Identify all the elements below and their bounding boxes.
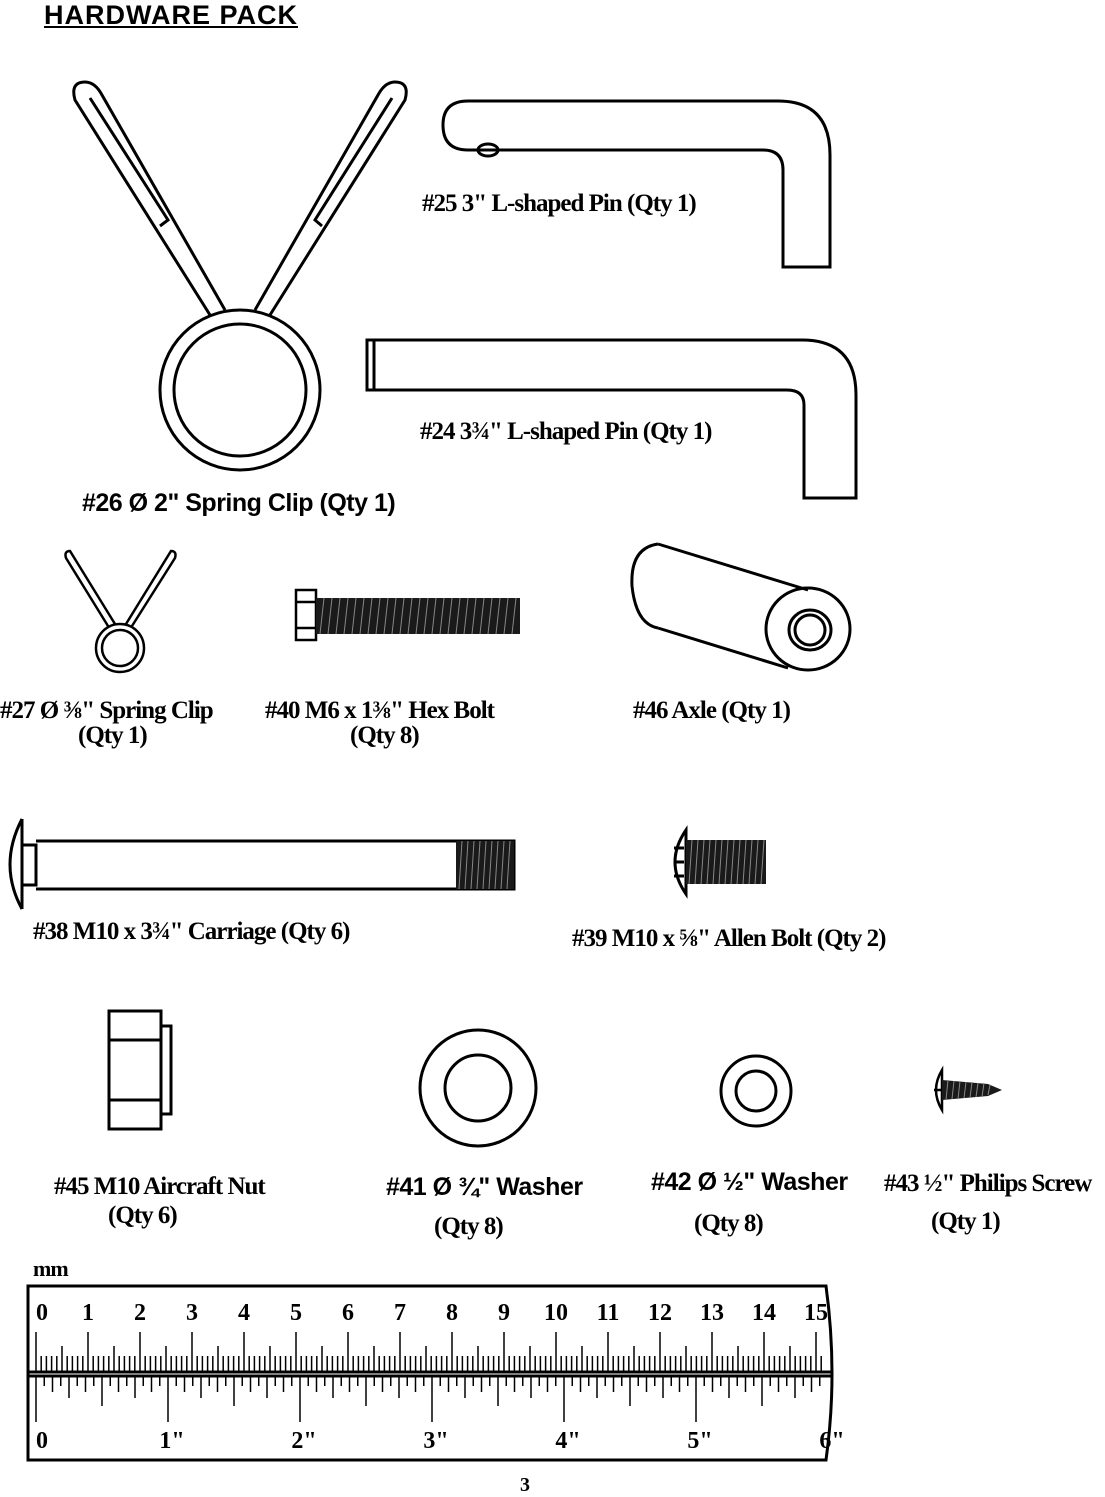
ruler-cm-label: 15 <box>804 1300 828 1326</box>
ruler-cm-label: 6 <box>342 1300 354 1326</box>
ruler-inch-label: 1" <box>159 1428 184 1454</box>
part-41-qty: (Qty 8) <box>434 1213 504 1240</box>
allen-bolt-drawing <box>673 825 766 899</box>
part-39-label: #39 M10 x ⅝" Allen Bolt (Qty 2) <box>572 925 886 952</box>
part-46-label: #46 Axle (Qty 1) <box>633 697 791 724</box>
ruler-cm-label: 8 <box>446 1300 458 1326</box>
aircraft-nut-drawing <box>107 1009 173 1131</box>
part-25-label: #25 3" L-shaped Pin (Qty 1) <box>422 190 697 217</box>
l-pin-3-75in-drawing <box>365 338 858 500</box>
part-26-label: #26 Ø 2" Spring Clip (Qty 1) <box>82 489 396 517</box>
part-27-label: #27 Ø ⅜" Spring Clip <box>0 697 214 724</box>
ruler-inch-label: 6" <box>819 1428 844 1454</box>
part-38-label: #38 M10 x 3¾" Carriage (Qty 6) <box>33 918 350 945</box>
ruler-unit-label: mm <box>33 1256 69 1281</box>
ruler-inch-label: 5" <box>687 1428 712 1454</box>
part-27-qty: (Qty 1) <box>78 722 148 749</box>
washer-large-drawing <box>418 1028 538 1148</box>
part-42-label: #42 Ø ½" Washer <box>651 1168 848 1196</box>
ruler-inch-label: 2" <box>291 1428 316 1454</box>
page-number: 3 <box>520 1474 530 1496</box>
ruler-inch-label: 4" <box>555 1428 580 1454</box>
part-41-label: #41 Ø ¾" Washer <box>386 1173 583 1201</box>
washer-small-drawing <box>719 1054 793 1128</box>
part-42-qty: (Qty 8) <box>694 1210 764 1237</box>
hex-bolt-drawing <box>294 588 520 642</box>
axle-drawing <box>630 542 852 672</box>
ruler-cm-label: 2 <box>134 1300 146 1326</box>
ruler-cm-label: 11 <box>597 1300 620 1326</box>
carriage-bolt-drawing <box>8 818 516 910</box>
ruler-cm-label: 9 <box>498 1300 510 1326</box>
ruler-cm-label: 3 <box>186 1300 198 1326</box>
ruler-cm-label: 1 <box>82 1300 94 1326</box>
philips-screw-drawing <box>934 1065 1002 1115</box>
ruler-inch-label: 3" <box>423 1428 448 1454</box>
spring-clip-small-drawing <box>64 549 177 674</box>
part-45-qty: (Qty 6) <box>108 1202 178 1229</box>
ruler-inch-label: 0 <box>36 1428 48 1454</box>
ruler-cm-label: 10 <box>544 1300 568 1326</box>
part-43-qty: (Qty 1) <box>931 1208 1001 1235</box>
part-43-label: #43 ½" Philips Screw <box>884 1170 1092 1197</box>
part-45-label: #45 M10 Aircraft Nut <box>54 1173 266 1200</box>
ruler-cm-label: 4 <box>238 1300 250 1326</box>
ruler-cm-label: 0 <box>36 1300 48 1326</box>
ruler-cm-label: 5 <box>290 1300 302 1326</box>
ruler-cm-label: 14 <box>752 1300 776 1326</box>
l-pin-3in-drawing <box>441 99 832 269</box>
ruler-cm-label: 12 <box>648 1300 672 1326</box>
ruler-cm-label: 7 <box>394 1300 406 1326</box>
page-title: HARDWARE PACK <box>44 0 298 30</box>
spring-clip-large-drawing <box>72 80 408 472</box>
part-24-label: #24 3¾" L-shaped Pin (Qty 1) <box>420 418 712 445</box>
part-40-label: #40 M6 x 1⅜" Hex Bolt <box>265 697 495 724</box>
ruler-cm-label: 13 <box>700 1300 724 1326</box>
part-40-qty: (Qty 8) <box>350 722 420 749</box>
